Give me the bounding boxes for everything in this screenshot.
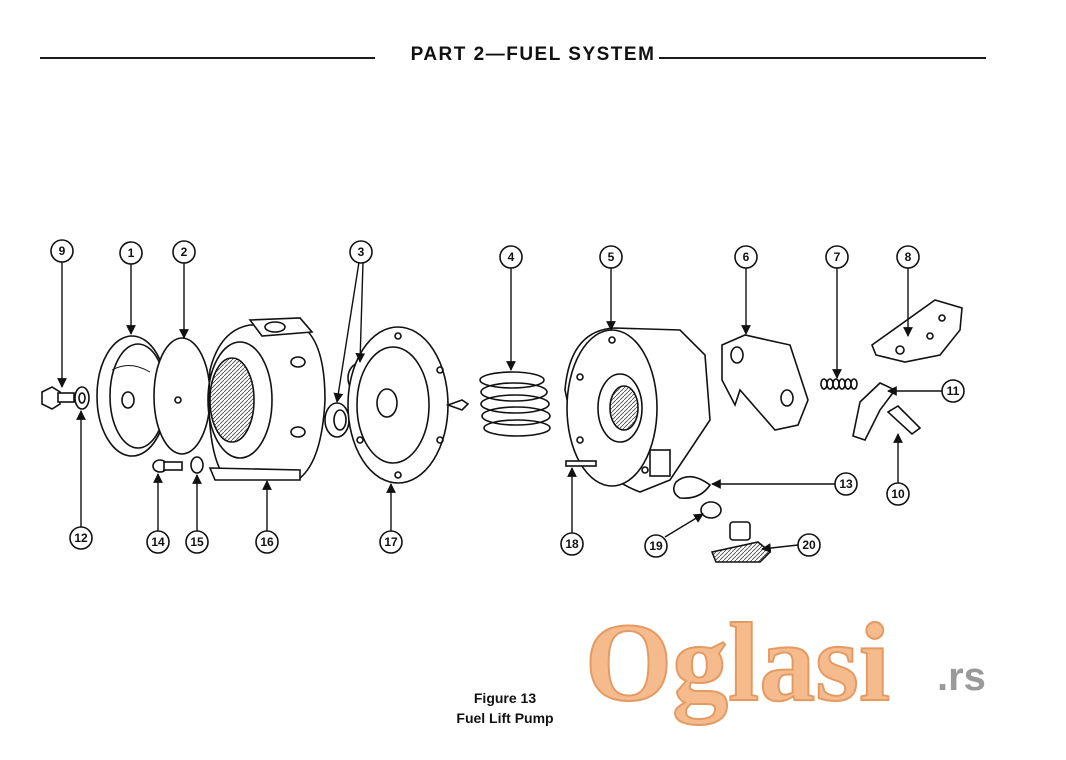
callout-3: 3 — [349, 240, 373, 264]
part-pin — [565, 460, 597, 467]
part-spring-washer — [190, 456, 204, 474]
callout-16: 16 — [255, 530, 279, 554]
part-link — [852, 382, 897, 441]
part-retaining-clip — [672, 475, 712, 500]
page-header: PART 2—FUEL SYSTEM — [0, 44, 1066, 66]
svg-text:9: 9 — [59, 244, 66, 258]
svg-text:20: 20 — [802, 538, 816, 552]
svg-text:1: 1 — [128, 246, 135, 260]
callout-2: 2 — [172, 240, 196, 264]
watermark-text: Oglasi — [585, 601, 890, 725]
part-upper-body — [207, 317, 326, 481]
svg-text:7: 7 — [834, 250, 841, 264]
svg-text:12: 12 — [74, 531, 88, 545]
part-gauze-disc — [153, 337, 211, 455]
part-hand-primer — [710, 521, 772, 563]
callout-20: 20 — [797, 533, 821, 557]
part-bolt — [41, 386, 75, 410]
svg-text:11: 11 — [947, 384, 960, 398]
part-sealing-ring — [700, 501, 722, 519]
svg-text:15: 15 — [190, 535, 204, 549]
callout-17: 17 — [379, 530, 403, 554]
watermark-suffix: .rs — [937, 655, 986, 699]
callout-13: 13 — [834, 472, 858, 496]
callout-10: 10 — [886, 482, 910, 506]
svg-text:5: 5 — [608, 250, 615, 264]
svg-text:3: 3 — [358, 245, 365, 259]
part-rocker-arm — [871, 299, 963, 363]
svg-text:4: 4 — [508, 250, 515, 264]
callout-4: 4 — [499, 245, 523, 269]
leader-lines — [57, 261, 942, 553]
part-diaphragm-spring — [479, 371, 551, 437]
callout-11: 11 — [941, 379, 965, 403]
callout-19: 19 — [644, 534, 668, 558]
svg-text:16: 16 — [260, 535, 274, 549]
part-rocker-pin — [886, 404, 922, 436]
svg-text:13: 13 — [839, 477, 853, 491]
svg-text:6: 6 — [743, 250, 750, 264]
svg-text:10: 10 — [891, 487, 905, 501]
watermark-logo: Oglasi .rs — [585, 600, 986, 726]
callout-5: 5 — [599, 245, 623, 269]
svg-text:8: 8 — [905, 250, 912, 264]
figure-title: Fuel Lift Pump — [456, 710, 554, 726]
part-lower-body — [564, 327, 711, 493]
callout-1: 1 — [119, 241, 143, 265]
svg-text:14: 14 — [151, 535, 165, 549]
callout-14: 14 — [146, 530, 170, 554]
part-washer — [74, 386, 90, 410]
header-title-text: PART 2—FUEL SYSTEM — [406, 44, 660, 65]
svg-text:17: 17 — [384, 535, 398, 549]
callout-12: 12 — [69, 526, 93, 550]
callout-6: 6 — [734, 245, 758, 269]
callout-7: 7 — [825, 245, 849, 269]
callout-8: 8 — [896, 245, 920, 269]
callout-15: 15 — [185, 530, 209, 554]
figure-number: Figure 13 — [473, 690, 537, 706]
callout-18: 18 — [560, 532, 584, 556]
callout-9: 9 — [50, 239, 74, 263]
svg-text:2: 2 — [181, 245, 188, 259]
part-rocker-spring — [820, 378, 858, 390]
svg-text:19: 19 — [649, 539, 663, 553]
callout-labels: 9 1 2 3 4 5 6 7 8 11 10 13 12 14 15 16 1… — [50, 239, 965, 558]
part-insulating-plate — [721, 334, 809, 431]
part-diaphragm — [347, 326, 470, 484]
figure-caption: Figure 13 Fuel Lift Pump — [380, 688, 630, 728]
svg-text:18: 18 — [565, 537, 579, 551]
header-rule-left — [40, 57, 375, 59]
header-rule-right — [650, 57, 986, 59]
part-screw — [152, 459, 183, 473]
